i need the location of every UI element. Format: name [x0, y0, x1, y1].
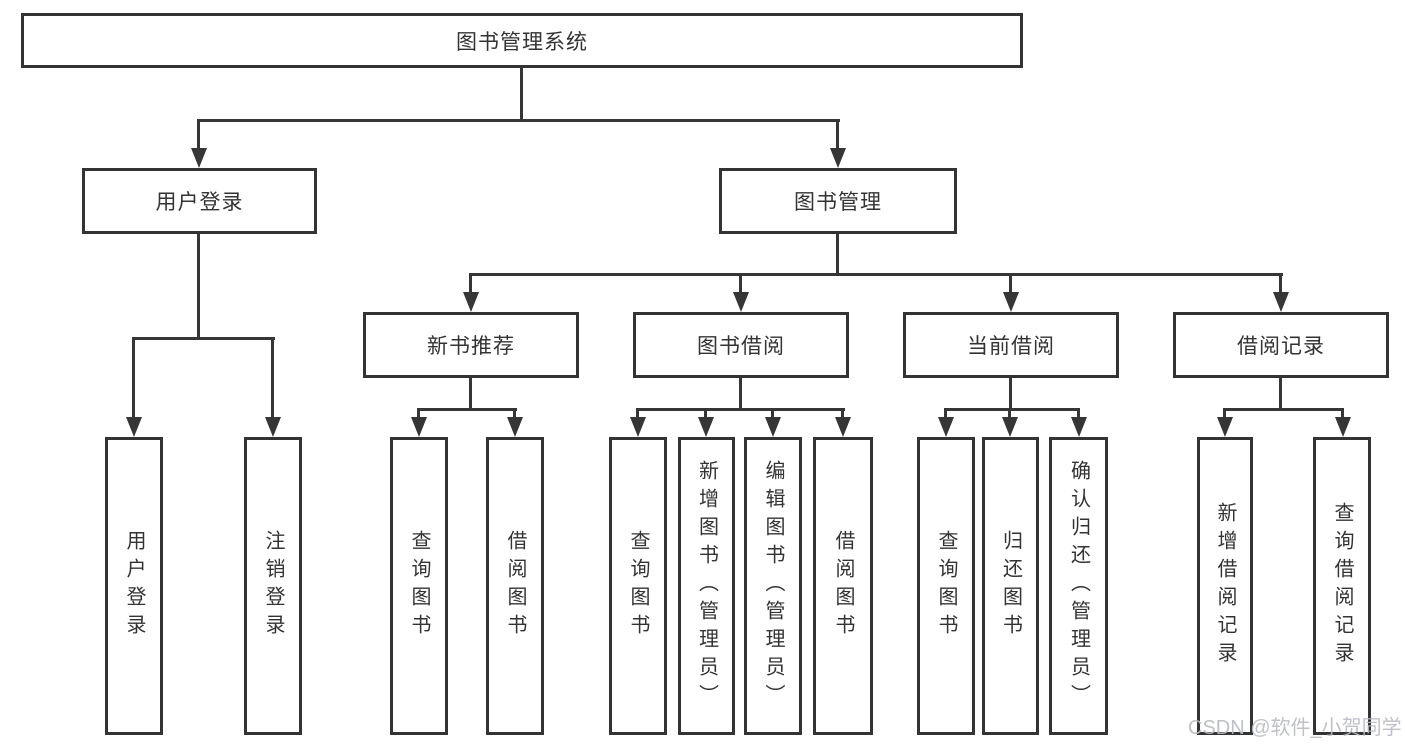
leaf-query-books-current: 查询图书	[917, 437, 975, 735]
node-user-login: 用户登录	[82, 168, 317, 234]
connector-line	[739, 273, 742, 295]
connector-line	[944, 408, 1080, 411]
connector-line	[197, 119, 200, 152]
arrow-down-icon	[1273, 292, 1289, 312]
leaf-borrow-books: 借阅图书	[813, 437, 873, 735]
node-label: 图书管理系统	[456, 30, 588, 54]
node-borrow-records: 借阅记录	[1173, 312, 1389, 378]
node-label: 借阅记录	[1237, 335, 1325, 358]
node-book-management: 图书管理	[719, 168, 957, 234]
node-label: 归还图书	[999, 530, 1022, 642]
connector-line	[469, 273, 472, 295]
arrow-down-icon	[698, 417, 714, 437]
connector-line	[132, 337, 275, 340]
node-library-system: 图书管理系统	[21, 13, 1023, 68]
connector-line	[1223, 408, 1226, 422]
connector-line	[1009, 273, 1012, 295]
connector-line	[271, 337, 274, 421]
connector-line	[1341, 408, 1344, 422]
leaf-borrow-books-recommend: 借阅图书	[486, 437, 544, 735]
node-label: 借阅图书	[832, 530, 854, 642]
node-label: 查询图书	[408, 530, 430, 642]
node-label: 借阅图书	[504, 530, 526, 642]
connector-line	[469, 273, 1283, 276]
connector-line	[841, 408, 844, 422]
arrow-down-icon	[126, 417, 142, 437]
leaf-add-book-admin: 新增图书（管理员）	[678, 437, 735, 735]
leaf-logout: 注销登录	[244, 437, 302, 735]
connector-line	[197, 119, 840, 122]
node-label: 查询图书	[627, 530, 649, 642]
connector-line	[836, 119, 839, 152]
leaf-query-books-recommend: 查询图书	[390, 437, 448, 735]
connector-line	[944, 408, 947, 422]
connector-line	[1077, 408, 1080, 422]
node-current-borrow: 当前借阅	[903, 312, 1119, 378]
connector-line	[1008, 408, 1011, 422]
arrow-down-icon	[938, 417, 954, 437]
node-label: 编辑图书（管理员）	[762, 460, 784, 712]
connector-line	[1009, 378, 1012, 411]
node-label: 用户登录	[155, 191, 244, 214]
leaf-query-books-borrow: 查询图书	[609, 437, 667, 735]
arrow-down-icon	[1071, 417, 1087, 437]
node-label: 注销登录	[262, 530, 284, 642]
node-label: 新书推荐	[427, 335, 515, 358]
connector-line	[513, 408, 516, 422]
watermark: CSDN @软件_小贺同学	[1188, 717, 1402, 739]
node-label: 查询借阅记录	[1331, 502, 1353, 670]
arrow-down-icon	[463, 292, 479, 312]
node-label: 图书借阅	[697, 335, 785, 358]
leaf-confirm-return-admin: 确认归还（管理员）	[1049, 437, 1108, 735]
arrow-down-icon	[765, 417, 781, 437]
arrow-down-icon	[1217, 417, 1233, 437]
arrow-down-icon	[1003, 292, 1019, 312]
arrow-down-icon	[1002, 417, 1018, 437]
leaf-user-login: 用户登录	[105, 437, 163, 735]
node-label: 图书管理	[794, 191, 882, 214]
node-label: 新增借阅记录	[1214, 502, 1236, 670]
arrow-down-icon	[411, 417, 427, 437]
node-label: 查询图书	[935, 530, 957, 642]
connector-line	[636, 408, 639, 422]
node-label: 新增图书（管理员）	[695, 460, 718, 712]
connector-line	[417, 408, 517, 411]
arrow-down-icon	[507, 417, 523, 437]
node-label: 用户登录	[123, 530, 145, 642]
connector-line	[739, 378, 742, 411]
leaf-return-books: 归还图书	[982, 437, 1039, 735]
connector-line	[197, 234, 200, 340]
arrow-down-icon	[835, 417, 851, 437]
leaf-add-borrow-record: 新增借阅记录	[1197, 437, 1253, 735]
arrow-down-icon	[830, 148, 846, 168]
connector-line	[469, 378, 472, 411]
connector-line	[771, 408, 774, 422]
connector-line	[704, 408, 707, 422]
leaf-query-borrow-record: 查询借阅记录	[1313, 437, 1371, 735]
connector-line	[417, 408, 420, 422]
connector-line	[520, 68, 523, 121]
node-label: 当前借阅	[967, 335, 1055, 358]
leaf-edit-book-admin: 编辑图书（管理员）	[744, 437, 802, 735]
connector-line	[836, 234, 839, 276]
connector-line	[1223, 408, 1344, 411]
arrow-down-icon	[630, 417, 646, 437]
connector-line	[636, 408, 845, 411]
node-book-borrow: 图书借阅	[633, 312, 849, 378]
node-new-book-recommend: 新书推荐	[363, 312, 579, 378]
arrow-down-icon	[191, 148, 207, 168]
arrow-down-icon	[265, 417, 281, 437]
arrow-down-icon	[733, 292, 749, 312]
node-label: 确认归还（管理员）	[1067, 460, 1090, 712]
connector-line	[132, 337, 135, 421]
connector-line	[1279, 273, 1282, 295]
connector-line	[1279, 378, 1282, 411]
arrow-down-icon	[1335, 417, 1351, 437]
